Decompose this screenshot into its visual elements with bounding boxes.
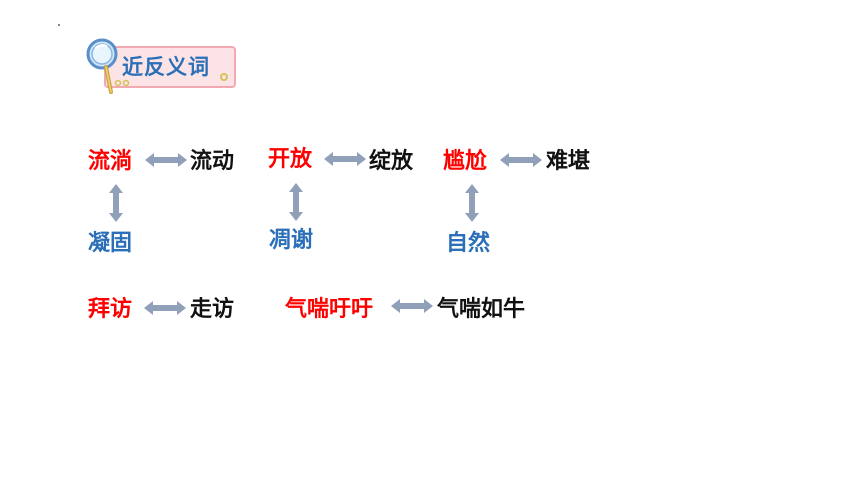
word-baifang: 拜访 (88, 297, 133, 322)
double-arrow-horizontal-icon (500, 153, 542, 167)
synonym-qichuanruniu: 气喘如牛 (437, 297, 526, 322)
word-kaifang: 开放 (268, 147, 313, 172)
synonym-liudong: 流动 (190, 149, 235, 174)
word-liutang: 流淌 (88, 149, 133, 174)
synonym-zoufang: 走访 (190, 297, 235, 322)
double-arrow-horizontal-icon (391, 299, 433, 313)
double-arrow-horizontal-icon (144, 301, 186, 315)
magnifier-icon (86, 38, 130, 94)
word-qichuanxuxu: 气喘吁吁 (285, 297, 374, 322)
synonym-nankan: 难堪 (546, 149, 591, 174)
double-arrow-horizontal-icon (145, 153, 187, 167)
double-arrow-vertical-icon (109, 184, 123, 222)
corner-dot (58, 24, 60, 26)
antonym-diaoxie: 凋谢 (269, 228, 314, 253)
antonym-ninggu: 凝固 (88, 231, 133, 256)
double-arrow-horizontal-icon (324, 152, 366, 166)
page-title: 近反义词 (122, 55, 210, 79)
double-arrow-vertical-icon (465, 184, 479, 222)
antonym-ziran: 自然 (446, 231, 491, 256)
synonym-zhanfang: 绽放 (369, 149, 414, 174)
word-ganga: 尴尬 (443, 149, 488, 174)
double-arrow-vertical-icon (289, 183, 303, 221)
